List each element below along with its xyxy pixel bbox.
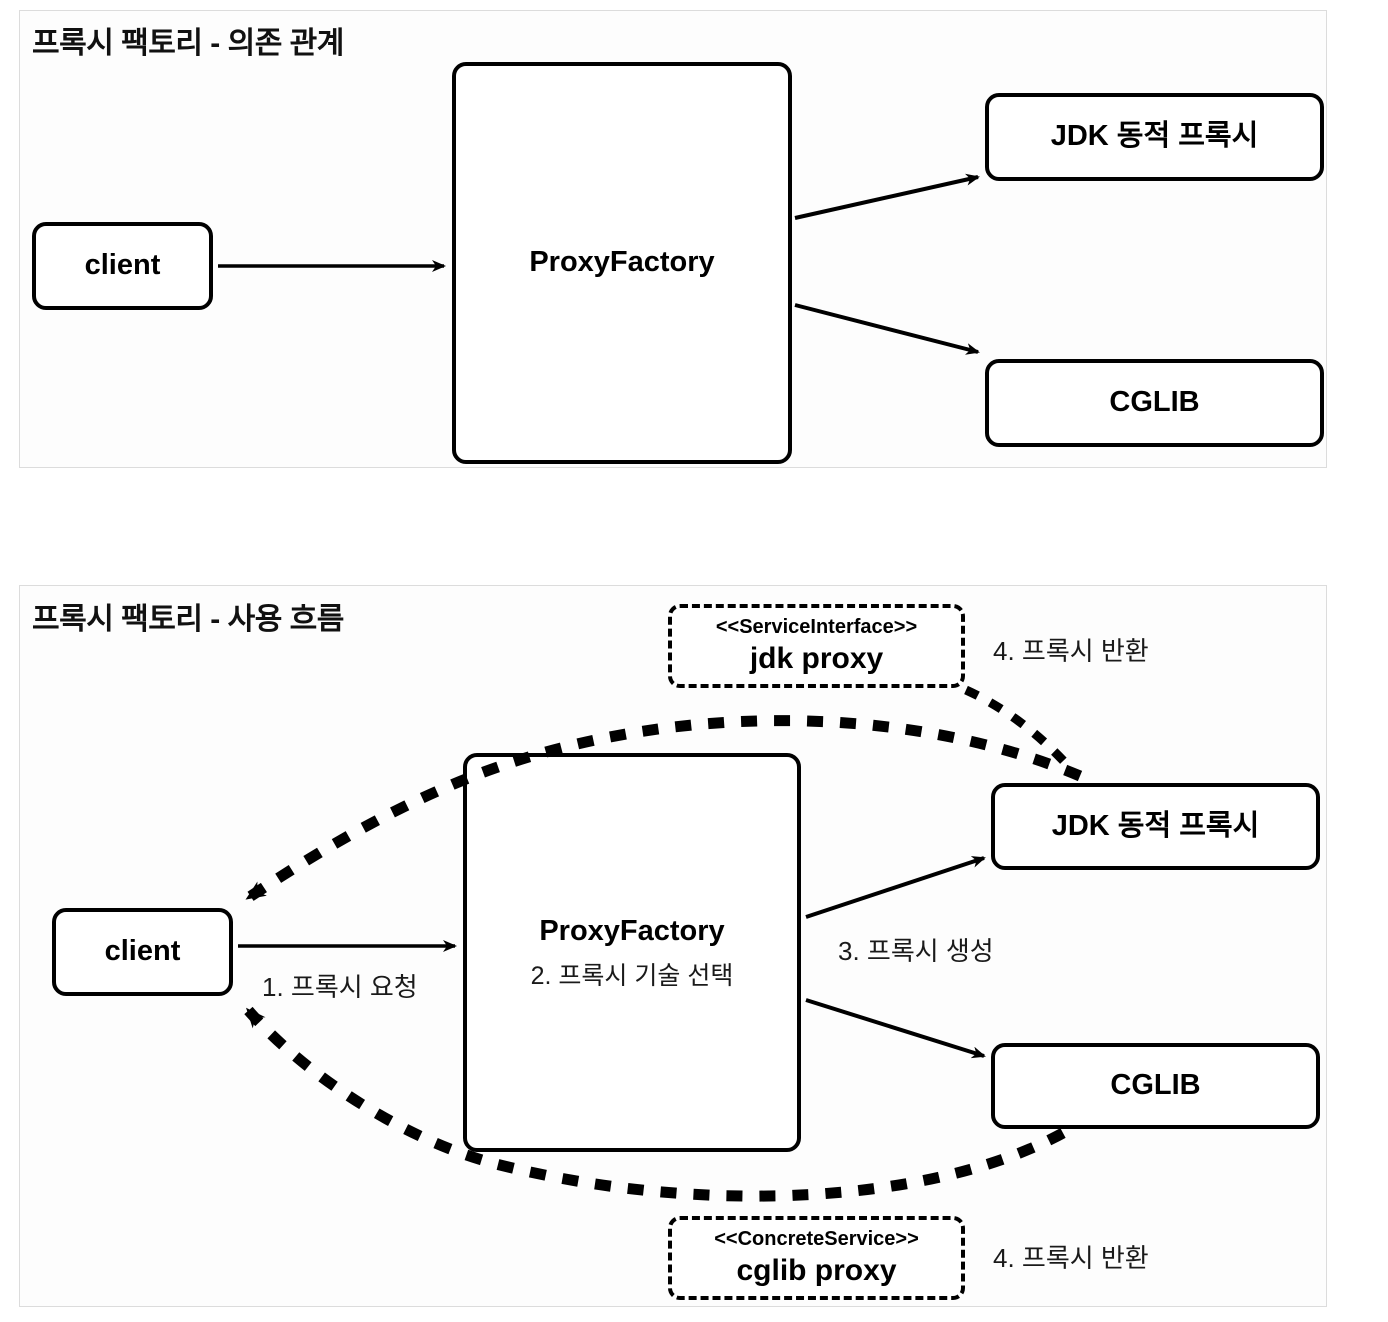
node-label: client <box>84 249 161 282</box>
node-client-dependency[interactable]: client <box>32 222 213 310</box>
node-label: CGLIB <box>1110 1069 1201 1102</box>
node-label: ProxyFactory <box>539 914 725 947</box>
node-client-flow[interactable]: client <box>52 908 233 996</box>
proxy-name-label: jdk proxy <box>749 641 884 675</box>
node-label: client <box>104 935 181 968</box>
panel-flow-title: 프록시 팩토리 - 사용 흐름 <box>32 603 344 636</box>
edge-label-step4-top: 4. 프록시 반환 <box>993 636 1149 666</box>
node-cglib-proxy-instance[interactable]: <<ConcreteService>> cglib proxy <box>668 1216 965 1300</box>
node-label: CGLIB <box>1109 386 1200 419</box>
node-label: JDK 동적 프록시 <box>1050 120 1259 153</box>
node-cglib-flow[interactable]: CGLIB <box>991 1043 1320 1129</box>
proxy-name-label: cglib proxy <box>736 1253 897 1287</box>
node-cglib-dependency[interactable]: CGLIB <box>985 359 1324 447</box>
node-jdk-dynamic-proxy-dependency[interactable]: JDK 동적 프록시 <box>985 93 1324 181</box>
stereotype-label: <<ConcreteService>> <box>714 1227 919 1250</box>
node-step-label: 2. 프록시 기술 선택 <box>530 961 734 990</box>
node-label: JDK 동적 프록시 <box>1051 809 1260 842</box>
edge-label-step1: 1. 프록시 요청 <box>262 972 418 1002</box>
node-jdk-dynamic-proxy-flow[interactable]: JDK 동적 프록시 <box>991 783 1320 870</box>
node-proxyfactory-flow[interactable]: ProxyFactory 2. 프록시 기술 선택 <box>463 753 801 1152</box>
panel-dependency-title: 프록시 팩토리 - 의존 관계 <box>32 27 344 60</box>
stereotype-label: <<ServiceInterface>> <box>715 615 918 638</box>
node-proxyfactory-dependency[interactable]: ProxyFactory <box>452 62 792 464</box>
edge-label-step4-bottom: 4. 프록시 반환 <box>993 1243 1149 1273</box>
node-label: ProxyFactory <box>529 246 715 279</box>
node-jdk-proxy-instance[interactable]: <<ServiceInterface>> jdk proxy <box>668 604 965 688</box>
edge-label-step3: 3. 프록시 생성 <box>838 936 994 966</box>
